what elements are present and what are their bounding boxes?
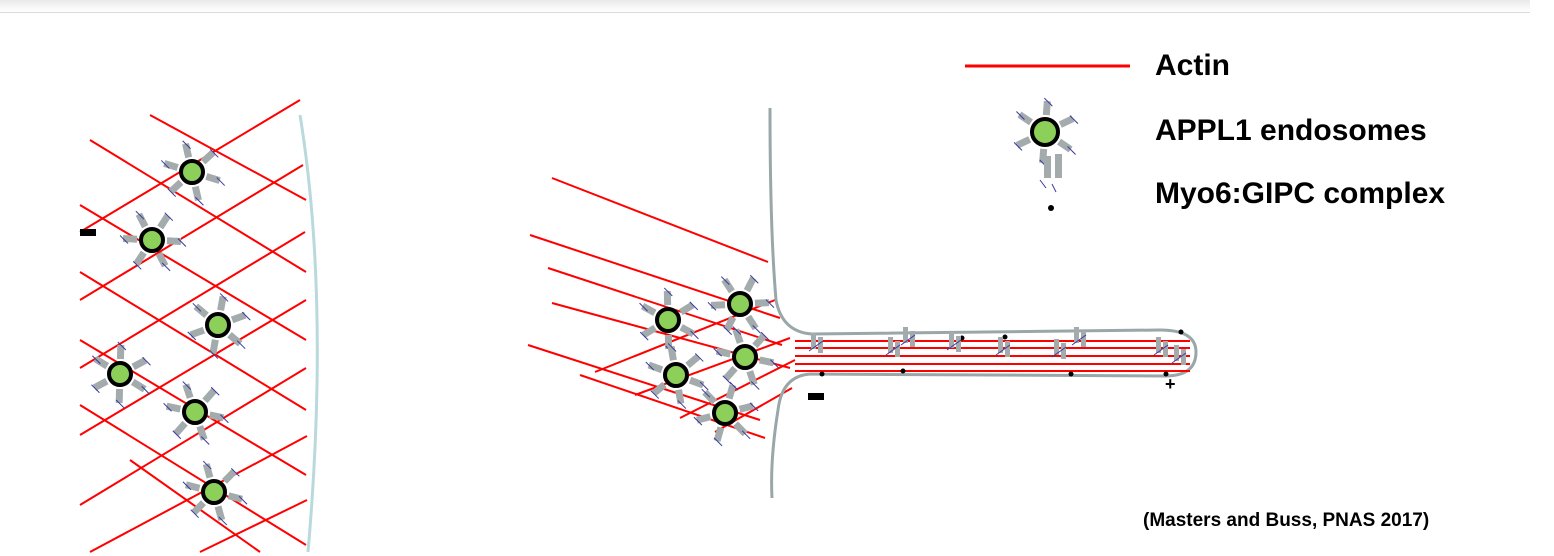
- actin-filament: [129, 459, 261, 553]
- complex-dot: [1002, 334, 1008, 340]
- actin-filament: [79, 164, 304, 301]
- myo6-gipc-complex: [946, 332, 962, 352]
- myo6-gipc-complex: [1153, 337, 1169, 357]
- myo6-gipc-complex: [1051, 339, 1067, 359]
- actin-filament: [89, 139, 307, 273]
- left-minus-end-marker: [80, 229, 96, 236]
- actin-filament: [79, 271, 307, 411]
- filopodium-dots: [819, 329, 1184, 377]
- appl1-endosome: [91, 341, 151, 409]
- appl1-endosome: [187, 293, 251, 359]
- actin-filament: [551, 177, 769, 263]
- appl1-endosome: [639, 287, 699, 355]
- appl1-endosome: [1013, 97, 1079, 169]
- actin-filament: [579, 374, 766, 439]
- actin-filament: [79, 204, 307, 341]
- middle-cell-membrane: [768, 107, 1198, 499]
- left-cell-membrane: [298, 114, 319, 553]
- complex-dot: [1068, 371, 1074, 377]
- appl1-endosome: [182, 460, 248, 526]
- myo6-gipc-complex: [808, 333, 824, 353]
- top-bar: [0, 0, 1530, 13]
- legend-actin-label: Actin: [1155, 49, 1230, 82]
- complex-dot: [900, 368, 906, 374]
- actin-filament: [79, 231, 306, 369]
- actin-filament: [547, 267, 783, 346]
- plus-end-label: +: [1165, 374, 1176, 394]
- middle-minus-end-marker: [808, 393, 824, 400]
- legend-endosome-icon: [1013, 97, 1079, 169]
- appl1-endosome: [119, 210, 187, 272]
- appl1-endosome: [693, 381, 759, 447]
- endosome-group: [91, 140, 779, 526]
- complex-dot: [1163, 371, 1169, 377]
- appl1-endosome: [707, 274, 775, 336]
- actin-filament: [79, 404, 307, 546]
- actin-filament: [199, 499, 308, 553]
- actin-filament: [149, 114, 307, 201]
- middle-actin-network: [527, 177, 796, 439]
- appl1-endosome: [160, 140, 226, 206]
- filopodium-actin-bundle: [795, 340, 1190, 372]
- appl1-endosome: [645, 343, 709, 409]
- actin-filament: [79, 299, 307, 436]
- legend-complex-icon: [1039, 154, 1062, 211]
- legend-endosome-label: APPL1 endosomes: [1155, 114, 1427, 147]
- myo6-gipc-complex: [900, 327, 916, 347]
- appl1-endosome: [163, 381, 229, 445]
- myo6-gipc-complex: [995, 337, 1011, 357]
- citation: (Masters and Buss, PNAS 2017): [1143, 510, 1430, 531]
- actin-filament: [79, 367, 307, 506]
- complex-dot: [819, 371, 825, 377]
- filopodium-complex-group: [808, 327, 1187, 365]
- actin-filament: [89, 435, 308, 553]
- myo6-gipc-complex: [1171, 345, 1187, 365]
- complex-dot: [1178, 329, 1184, 335]
- legend-complex-label: Myo6:GIPC complex: [1155, 177, 1446, 210]
- myo6-gipc-complex: [1071, 327, 1087, 347]
- appl1-endosome: [713, 326, 779, 390]
- myo6-gipc-complex: [885, 337, 901, 357]
